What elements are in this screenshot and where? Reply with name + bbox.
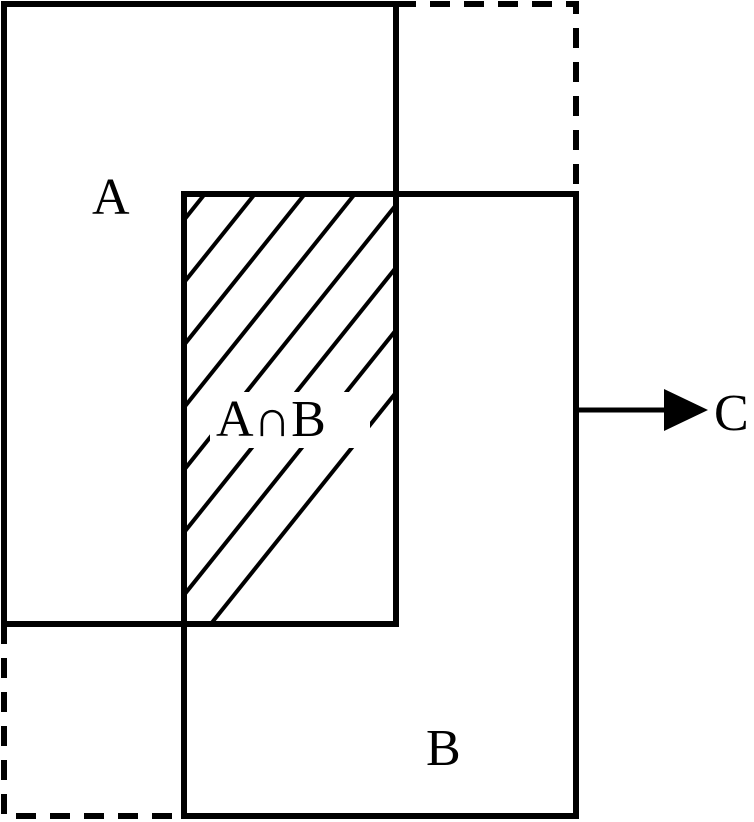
set-c-label: C: [714, 385, 749, 442]
dashed-outline-top-right: [396, 1, 579, 194]
set-b-rectangle: [181, 191, 579, 819]
dashed-outline-bottom-left: [1, 624, 184, 819]
set-b-label: B: [426, 720, 461, 777]
set-a-label: A: [92, 169, 130, 226]
set-a-rectangle: [1, 1, 399, 627]
arrow-to-c-head: [664, 389, 708, 431]
intersection-label: A∩B: [216, 391, 326, 448]
intersection-hatching: [184, 194, 396, 624]
intersection-label-backing: [210, 392, 370, 448]
